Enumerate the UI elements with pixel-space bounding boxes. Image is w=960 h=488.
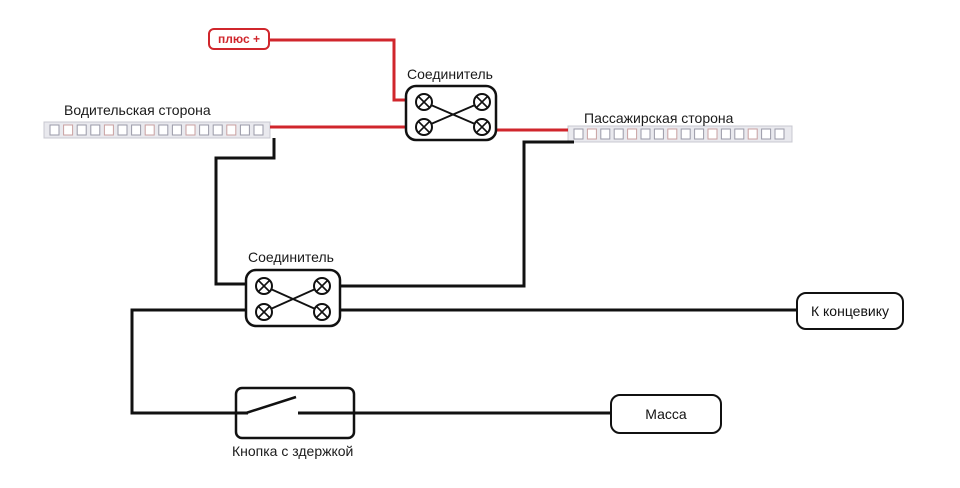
- led-chip: [185, 124, 196, 136]
- led-chip: [103, 124, 114, 136]
- led-chip: [734, 128, 745, 140]
- terminal-icon: [255, 303, 273, 321]
- led-chip: [226, 124, 237, 136]
- led-chip: [131, 124, 142, 136]
- connector-bottom: [244, 268, 342, 328]
- led-chip: [239, 124, 250, 136]
- led-chip: [653, 128, 664, 140]
- passenger-led-strip: [567, 125, 793, 143]
- led-chip: [586, 128, 597, 140]
- plus-wire: [268, 38, 406, 102]
- led-chip: [253, 124, 264, 136]
- led-chip: [117, 124, 128, 136]
- connector-bottom-label: Соединитель: [248, 249, 334, 265]
- passenger-minus-wire: [338, 140, 574, 288]
- delay-button-symbol: [234, 386, 356, 440]
- led-chip: [707, 128, 718, 140]
- terminal-icon: [473, 118, 491, 136]
- negative-wires: [130, 138, 798, 415]
- led-chip: [747, 128, 758, 140]
- to-switch-label: К концевику: [810, 303, 890, 319]
- led-chip: [640, 128, 651, 140]
- led-chip: [212, 124, 223, 136]
- led-chip: [613, 128, 624, 140]
- switch-icon: [245, 395, 297, 415]
- led-chip: [158, 124, 169, 136]
- plus-terminal: плюс +: [208, 28, 270, 50]
- driver-minus-wire: [214, 138, 276, 286]
- passenger-side-label: Пассажирская сторона: [584, 110, 734, 126]
- to-switch-box: К концевику: [796, 292, 904, 330]
- led-chip: [49, 124, 60, 136]
- positive-wires: [268, 38, 568, 132]
- led-chip: [761, 128, 772, 140]
- button-wire: [130, 308, 248, 415]
- plus-label: плюс +: [218, 32, 260, 46]
- led-chip: [667, 128, 678, 140]
- driver-led-strip: [43, 121, 271, 139]
- led-chip: [573, 128, 584, 140]
- connector-top-label: Соединитель: [407, 66, 493, 82]
- ground-box: Масса: [610, 394, 722, 434]
- led-chip: [171, 124, 182, 136]
- led-chip: [144, 124, 155, 136]
- led-chip: [76, 124, 87, 136]
- terminal-icon: [415, 93, 433, 111]
- terminal-icon: [473, 93, 491, 111]
- led-chip: [627, 128, 638, 140]
- terminal-icon: [313, 303, 331, 321]
- terminal-icon: [415, 118, 433, 136]
- delay-button-label: Кнопка с здержкой: [232, 443, 354, 459]
- led-chip: [680, 128, 691, 140]
- led-chip: [694, 128, 705, 140]
- led-chip: [90, 124, 101, 136]
- led-chip: [774, 128, 785, 140]
- terminal-icon: [313, 277, 331, 295]
- led-chip: [63, 124, 74, 136]
- connector-top: [404, 84, 498, 142]
- led-chip: [720, 128, 731, 140]
- terminal-icon: [255, 277, 273, 295]
- led-chip: [199, 124, 210, 136]
- driver-side-label: Водительская сторона: [64, 102, 211, 118]
- led-chip: [600, 128, 611, 140]
- ground-label: Масса: [645, 406, 687, 422]
